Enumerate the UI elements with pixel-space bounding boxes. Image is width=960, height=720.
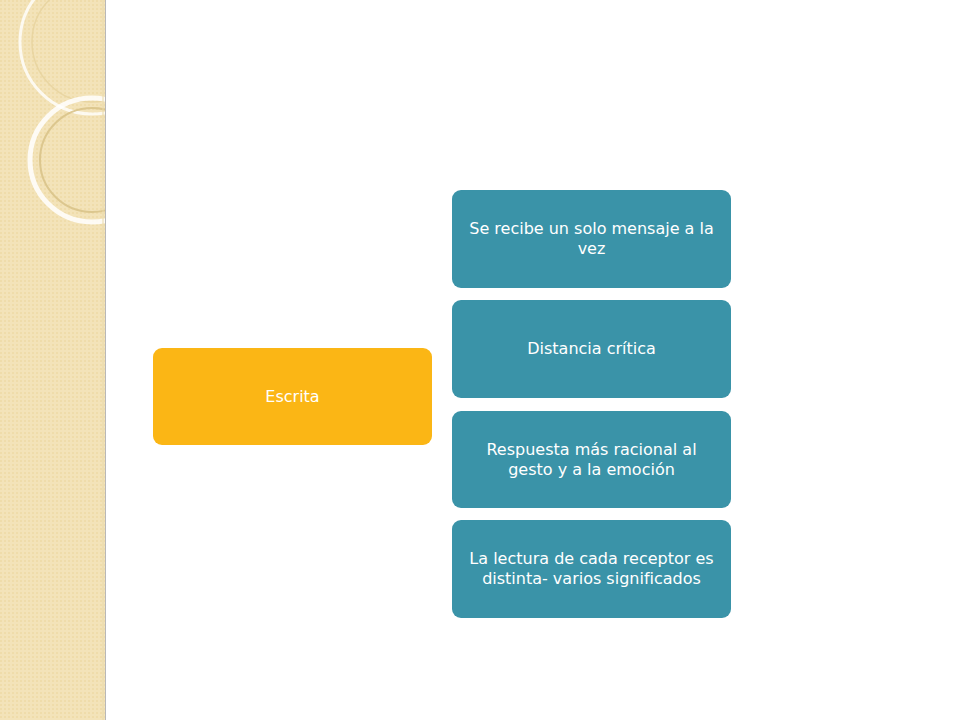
category-box: Escrita [153, 348, 432, 445]
feature-box: Se recibe un solo mensaje a la vez [452, 190, 731, 288]
feature-box: Respuesta más racional al gesto y a la e… [452, 411, 731, 508]
feature-box: La lectura de cada receptor es distinta-… [452, 520, 731, 618]
box-label: Respuesta más racional al gesto y a la e… [466, 440, 717, 480]
box-label: Se recibe un solo mensaje a la vez [466, 219, 717, 259]
box-label: Distancia crítica [527, 339, 656, 359]
box-label: Escrita [265, 387, 319, 407]
strip-border [103, 0, 104, 720]
box-label: La lectura de cada receptor es distinta-… [466, 549, 717, 589]
deco-circle [32, 0, 105, 102]
feature-box: Distancia crítica [452, 300, 731, 398]
deco-circle [30, 98, 105, 222]
deco-circle [40, 108, 105, 212]
strip-border [105, 0, 106, 720]
